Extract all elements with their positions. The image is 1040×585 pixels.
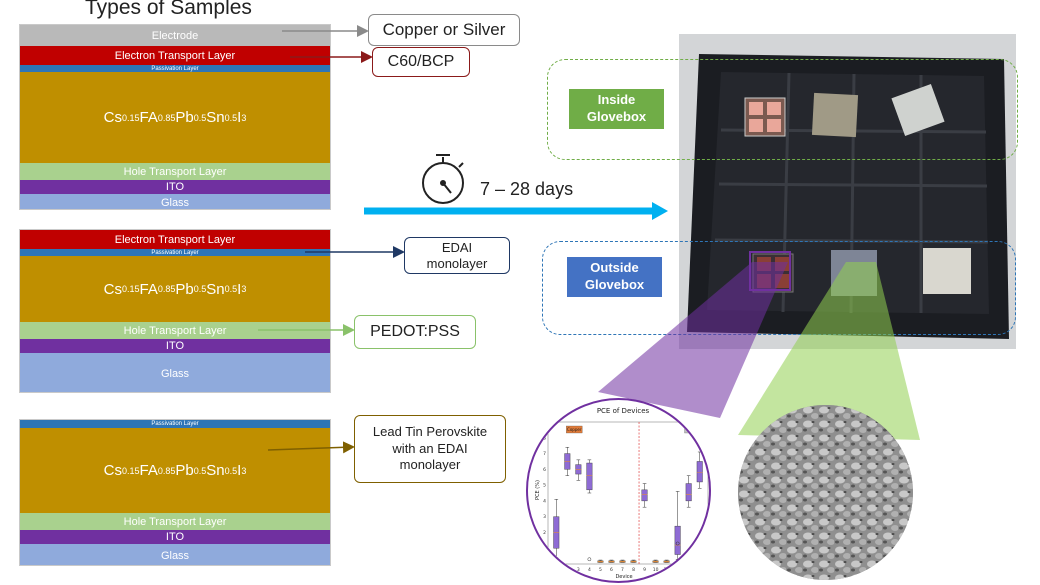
box-body: [674, 525, 681, 555]
sem-image: [738, 405, 913, 580]
box-body: [696, 461, 703, 483]
chart-title: PCE of Devices: [597, 407, 650, 415]
time-arrow-head: [652, 202, 668, 220]
perovskite-arrow: [267, 441, 355, 454]
pce-boxplot: PCE of Devices PCE (%) Device 1234567891…: [535, 407, 709, 580]
box-outlier: [587, 557, 592, 562]
y-tick-label: 2: [543, 530, 546, 536]
duration-label: 7 – 28 days: [480, 179, 574, 199]
group-label: Copper: [567, 427, 582, 432]
box-outlier: [675, 541, 680, 546]
page-title: Types of Samples: [85, 0, 252, 19]
passivation-layer: Passivation Layer: [20, 420, 330, 428]
x-tick-label: 10: [653, 567, 659, 573]
hole-transport-layer: Hole Transport Layer: [20, 322, 330, 339]
device-stack-no-electrode: Electron Transport Layer Passivation Lay…: [19, 229, 331, 393]
x-tick-label: 5: [599, 567, 602, 573]
ito-layer: ITO: [20, 339, 330, 353]
y-tick-label: 6: [543, 467, 546, 473]
electron-transport-layer: Electron Transport Layer: [20, 46, 330, 65]
sample-highlight-purple: [749, 251, 791, 291]
chart-xlabel: Device: [615, 574, 632, 580]
box-body: [685, 483, 692, 502]
callout-pedot-pss: PEDOT:PSS: [354, 315, 476, 349]
passivation-layer: Passivation Layer: [20, 65, 330, 72]
plot-frame: [547, 421, 709, 565]
green-beam: [738, 262, 920, 440]
hole-transport-layer: Hole Transport Layer: [20, 513, 330, 530]
x-tick-label: 8: [632, 567, 635, 573]
y-tick-label: 3: [543, 514, 546, 520]
y-tick-label: 7: [543, 451, 546, 457]
glass-layer: Glass: [20, 353, 330, 392]
group-legend-copper: [566, 425, 583, 434]
x-tick-label: 7: [621, 567, 624, 573]
hole-transport-layer: Hole Transport Layer: [20, 163, 330, 180]
stopwatch-icon: [422, 154, 464, 204]
passivation-layer: Passivation Layer: [20, 249, 330, 256]
chart-ylabel: PCE (%): [535, 480, 541, 500]
electrode-layer: Electrode: [20, 25, 330, 46]
box-body: [641, 489, 648, 502]
glass-layer: Glass: [20, 544, 330, 565]
x-tick-label: 4: [588, 567, 591, 573]
electron-transport-layer: Electron Transport Layer: [20, 230, 330, 249]
ito-layer: ITO: [20, 180, 330, 194]
glass-layer: Glass: [20, 194, 330, 209]
x-tick-label: 6: [610, 567, 613, 573]
x-tick-label: 9: [643, 567, 646, 573]
box-body: [586, 462, 593, 491]
device-stack-full: Electrode Electron Transport Layer Passi…: [19, 24, 331, 210]
purple-beam: [598, 262, 788, 418]
outside-glovebox-region: [542, 241, 1016, 335]
x-tick-label: 3: [577, 567, 580, 573]
inside-glovebox-region: [547, 59, 1018, 160]
callout-c60-bcp: C60/BCP: [372, 47, 470, 77]
callout-copper-silver: Copper or Silver: [368, 14, 520, 46]
y-tick-label: 8: [543, 435, 546, 441]
y-tick-label: 5: [543, 483, 546, 489]
ito-layer: ITO: [20, 530, 330, 544]
y-tick-label: 4: [543, 498, 546, 504]
